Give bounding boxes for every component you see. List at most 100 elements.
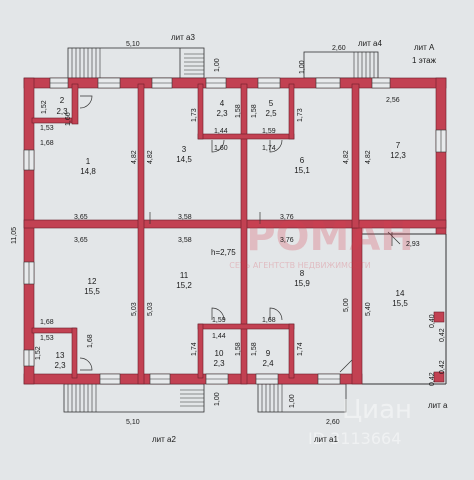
dimension-label: 5,03 [147, 302, 154, 316]
dimension-label: 0,42 [439, 360, 446, 374]
watermark-brand: РОМАН [246, 214, 414, 260]
dimension-label: 4,82 [365, 150, 372, 164]
room-area: 15,5 [84, 287, 100, 296]
dimension-label: 3,76 [280, 214, 294, 221]
label-floor: 1 этаж [412, 56, 437, 65]
watermark-cian: Циан ID 3113664 [308, 395, 412, 448]
watermark-roman: РОМАН СЕТЬ АГЕНТСТВ НЕДВИЖИМОСТИ [229, 214, 413, 270]
room-number: 7 [396, 141, 401, 150]
watermark-id: ID 3113664 [308, 429, 401, 448]
dimension-label: 1,44 [214, 128, 228, 135]
dimension-label: 1,00 [299, 60, 306, 74]
dimension-label: 1,74 [262, 145, 276, 152]
dimension-label: 1,68 [40, 319, 54, 326]
dimension-label: 1,52 [41, 100, 48, 114]
dimension-label: 1,00 [214, 392, 221, 406]
room-labels: 2 2,3 1 14,8 3 14,5 4 2,3 5 2,5 6 15,1 7… [54, 96, 408, 370]
dimension-label: 4,82 [343, 150, 350, 164]
dimension-label: 5,40 [365, 302, 372, 316]
dimension-label: 1,44 [212, 333, 226, 340]
dimension-label: 11,05 [11, 227, 18, 244]
room-area: 14,8 [80, 167, 96, 176]
dimension-label: 1,00 [214, 58, 221, 72]
dimension-label: 1,58 [251, 342, 258, 356]
label-lit-a4: лит а4 [358, 39, 382, 48]
veranda-outline [362, 233, 447, 385]
dimension-label: 3,76 [280, 237, 294, 244]
dimension-label: 3,58 [178, 237, 192, 244]
dimension-label: 1,74 [191, 342, 198, 356]
dimension-label: 1,53 [40, 335, 54, 342]
room-area: 2,3 [213, 359, 225, 368]
room-area: 2,4 [262, 359, 274, 368]
label-height: h=2,75 [211, 248, 236, 257]
dimension-label: 3,65 [74, 237, 88, 244]
room-area: 12,3 [390, 151, 406, 160]
room-area: 2,3 [216, 109, 228, 118]
room-number: 3 [182, 145, 187, 154]
section-labels: лит а3 лит а4 лит А 1 этаж лит а2 лит а1… [152, 33, 448, 444]
dimension-label: 1,00 [289, 394, 296, 408]
dimension-label: 2,56 [386, 97, 400, 104]
room-number: 14 [396, 289, 405, 298]
dimension-label: 0,42 [439, 328, 446, 342]
room-area: 15,1 [294, 166, 310, 175]
room-number: 4 [220, 99, 225, 108]
label-lit-a: лит а [428, 401, 448, 410]
windows [23, 77, 447, 385]
dimension-label: 0,42 [429, 372, 436, 386]
dimension-label: 1,53 [40, 125, 54, 132]
room-number: 10 [215, 349, 224, 358]
dimension-label: 1,68 [87, 334, 94, 348]
dimension-label: 5,03 [131, 302, 138, 316]
room-area: 2,3 [56, 107, 68, 116]
dimension-label: 2,93 [406, 241, 420, 248]
dimension-label: 5,10 [126, 419, 140, 426]
room-number: 1 [86, 157, 91, 166]
dimension-label: 1,59 [212, 317, 226, 324]
dimensions: 5,10 1,00 1,00 2,60 1,52 1,66 1,53 1,68 … [11, 41, 446, 426]
dimension-label: 2,60 [332, 45, 346, 52]
label-lit-a1: лит а1 [314, 435, 338, 444]
dimension-label: 5,10 [126, 41, 140, 48]
dimension-label: 1,66 [65, 112, 72, 126]
dimension-label: 1,73 [191, 108, 198, 122]
room-area: 2,3 [54, 361, 66, 370]
dimension-label: 1,58 [251, 104, 258, 118]
dimension-label: 1,59 [262, 128, 276, 135]
dimension-label: 3,58 [178, 214, 192, 221]
dimension-label: 1,60 [214, 145, 228, 152]
dimension-label: 1,52 [35, 346, 42, 360]
watermark-cian-text: Циан [342, 395, 412, 425]
dimension-label: 0,40 [429, 314, 436, 328]
dimension-label: 5,00 [343, 298, 350, 312]
dimension-label: 4,82 [131, 150, 138, 164]
dimension-label: 4,82 [147, 150, 154, 164]
room-number: 11 [180, 271, 189, 280]
room-number: 6 [300, 156, 305, 165]
room-area: 15,2 [176, 281, 192, 290]
dimension-label: 2,60 [326, 419, 340, 426]
dimension-label: 1,68 [262, 317, 276, 324]
room-number: 2 [60, 96, 65, 105]
dimension-label: 1,58 [235, 342, 242, 356]
dimension-label: 1,74 [297, 342, 304, 356]
room-number: 13 [56, 351, 65, 360]
watermark-slogan: СЕТЬ АГЕНТСТВ НЕДВИЖИМОСТИ [229, 261, 370, 270]
dimension-label: 1,73 [297, 108, 304, 122]
dimension-label: 1,68 [40, 140, 54, 147]
door-swings [79, 95, 401, 373]
label-lit-a2: лит а2 [152, 435, 176, 444]
room-area: 15,5 [392, 299, 408, 308]
room-area: 2,5 [265, 109, 277, 118]
room-number: 12 [88, 277, 97, 286]
label-lit-A: лит А [414, 43, 435, 52]
dimension-label: 1,58 [235, 104, 242, 118]
walls [23, 77, 447, 385]
dimension-label: 3,65 [74, 214, 88, 221]
room-number: 9 [266, 349, 271, 358]
room-area: 14,5 [176, 155, 192, 164]
room-number: 5 [269, 99, 274, 108]
label-lit-a3: лит а3 [171, 33, 195, 42]
